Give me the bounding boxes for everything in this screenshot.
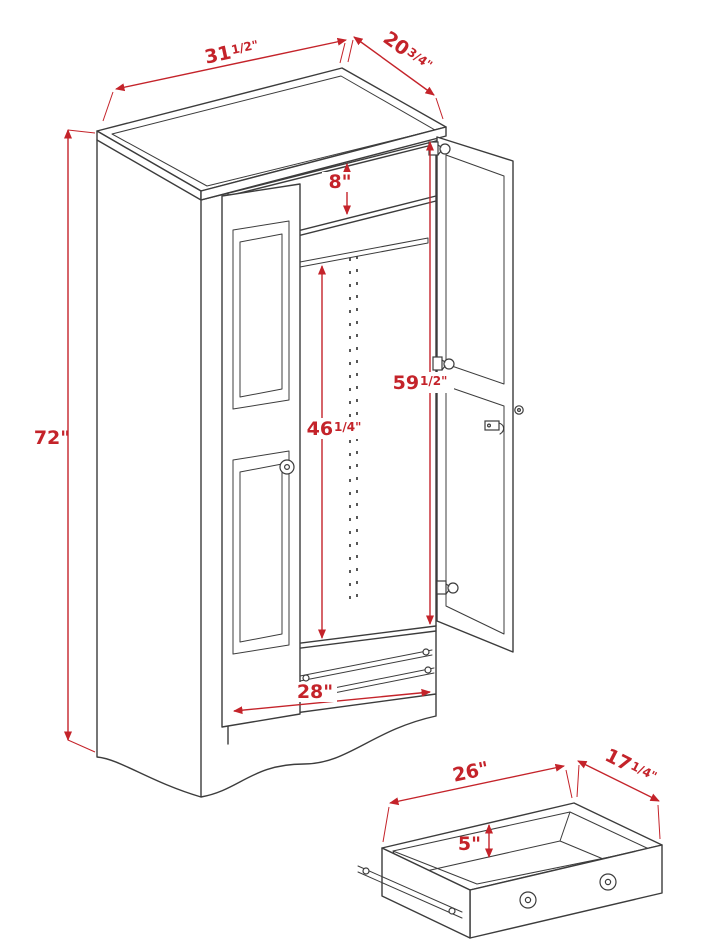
hinge-plate xyxy=(436,580,447,595)
hanging-rod-lines xyxy=(299,237,429,268)
rail-roller xyxy=(448,907,456,915)
left-door-knob-center xyxy=(284,464,291,471)
hinge-arm xyxy=(445,583,450,595)
right-door-knob-center xyxy=(516,408,521,413)
latch-hook xyxy=(498,422,505,435)
dim-top-depth-label: 203/4" xyxy=(379,27,436,77)
hinge-cup xyxy=(443,358,455,370)
right-door-outline xyxy=(436,136,514,653)
hanging-rod xyxy=(299,237,429,268)
dim-drawer-depth-label: 171/4" xyxy=(601,744,660,788)
dim-top-depth-ticks xyxy=(347,39,444,120)
drawer-knob-right-center xyxy=(604,878,612,886)
dim-top-shelf-gap: 8" xyxy=(322,163,359,215)
drawer-diagram xyxy=(357,802,663,939)
dim-interior-width-label: 28" xyxy=(297,681,333,703)
dim-drawer-depth-line xyxy=(577,760,660,802)
right-door xyxy=(428,136,524,653)
drawer-left-side xyxy=(381,847,471,939)
dim-hanging-height-label: 461/4" xyxy=(307,418,362,440)
dim-interior-height-label: 591/2" xyxy=(393,372,448,394)
dim-top-shelf-gap-label: 8" xyxy=(328,171,351,193)
dim-interior-width-bg xyxy=(293,682,337,702)
dim-interior-height: 591/2" xyxy=(393,141,454,625)
right-door-panels xyxy=(445,154,505,635)
dim-top-depth-line xyxy=(353,36,435,96)
dim-hanging-height: 461/4" xyxy=(306,265,364,639)
latch-plate xyxy=(484,420,500,431)
dim-top-width-line xyxy=(115,37,347,92)
left-door-panels xyxy=(232,220,290,655)
top-panel xyxy=(96,67,447,201)
drawer-knob-left-center xyxy=(524,896,532,904)
dim-interior-height-bg xyxy=(394,372,454,393)
hinge-cup xyxy=(439,143,451,155)
hinge-plate xyxy=(432,356,443,371)
right-door-latch xyxy=(484,420,505,435)
hinge-arm xyxy=(441,359,446,371)
slide-roller xyxy=(424,666,432,674)
slide-roller xyxy=(302,674,310,682)
dim-top-shelf-gap-bg xyxy=(322,172,359,192)
slide-rails xyxy=(299,649,435,700)
dim-drawer-height-label: 5" xyxy=(458,833,481,855)
rail-roller xyxy=(362,867,370,875)
dim-drawer-height: 5" xyxy=(458,824,493,858)
dim-height: 72" xyxy=(34,129,96,753)
dim-drawer-width-line xyxy=(389,763,565,806)
dim-height-label: 72" xyxy=(34,427,70,449)
latch-screw xyxy=(487,423,492,428)
left-door xyxy=(221,183,301,728)
dim-interior-width: 28" xyxy=(233,681,431,715)
dim-top-width: 311/2" xyxy=(102,36,347,122)
dim-drawer-width-ticks xyxy=(382,769,573,843)
hinge-cup xyxy=(447,582,459,594)
right-door-hinge-bottom xyxy=(436,580,459,595)
drawer-slide-rail xyxy=(357,865,463,919)
dim-hanging-height-bg xyxy=(306,418,364,439)
slide-roller xyxy=(422,648,430,656)
rail-lines xyxy=(357,865,463,919)
dim-height-ticks xyxy=(67,129,96,753)
top-panel-edge-front xyxy=(200,126,447,201)
hinge-arm xyxy=(437,144,442,156)
dim-top-width-label: 311/2" xyxy=(203,36,261,69)
